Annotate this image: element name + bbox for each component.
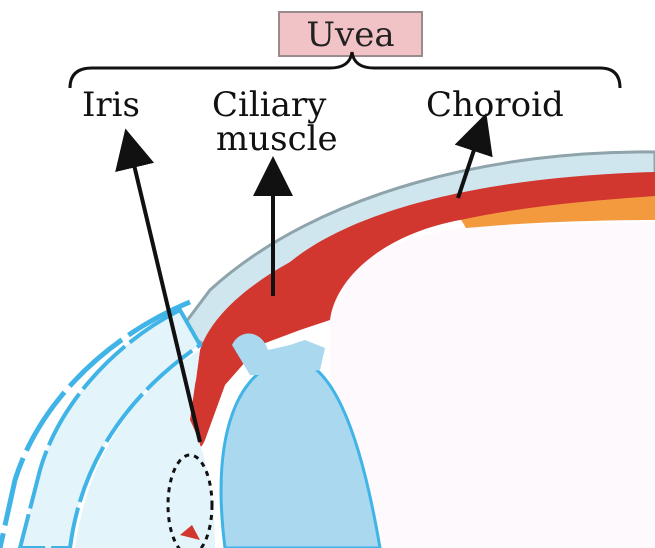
- vitreous-body: [330, 222, 655, 548]
- ciliary-process: [232, 334, 325, 375]
- choroid-label: Choroid: [426, 85, 564, 125]
- uvea-brace: [70, 52, 620, 88]
- ciliary-label-line2: muscle: [216, 119, 338, 159]
- uvea-title: Uvea: [306, 15, 394, 55]
- iris-label: Iris: [82, 85, 140, 125]
